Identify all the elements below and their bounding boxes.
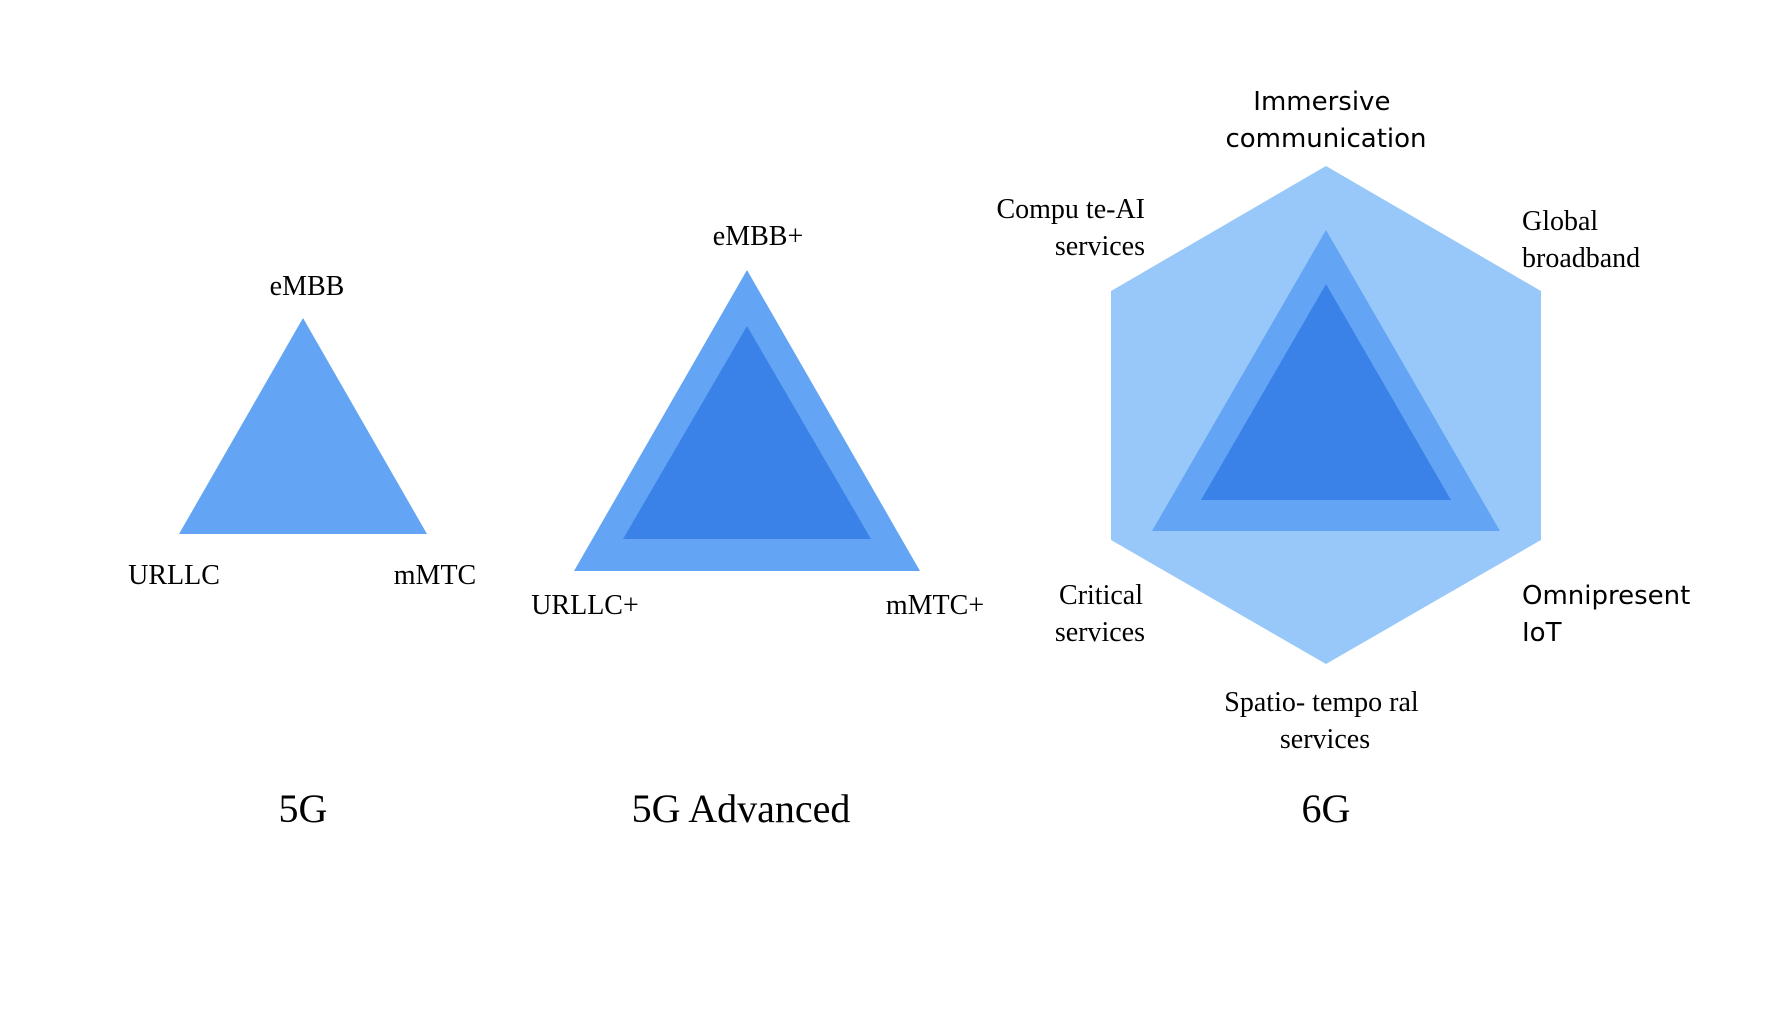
diagram-6g: Immersive communication Global broadband… xyxy=(996,87,1699,831)
6g-caption: 6G xyxy=(1302,786,1351,831)
6g-inner-triangle xyxy=(1201,284,1451,500)
5ga-caption: 5G Advanced xyxy=(632,786,851,831)
5ga-inner-triangle xyxy=(623,326,871,539)
5g-triangle xyxy=(179,318,427,534)
5g-label-urllc: URLLC xyxy=(128,560,220,591)
5ga-label-mmtc-plus: mMTC+ xyxy=(886,590,984,621)
5g-label-mmtc: mMTC xyxy=(394,560,476,591)
6g-label-compute-ai-services: Compu te-AI services xyxy=(996,194,1152,262)
5ga-label-urllc-plus: URLLC+ xyxy=(531,590,639,621)
6g-label-critical-services: Critical services xyxy=(1055,580,1150,648)
diagram-5g: eMBB URLLC mMTC 5G xyxy=(128,271,476,831)
5ga-label-embb-plus: eMBB+ xyxy=(713,221,803,252)
6g-label-immersive-communication: Immersive communication xyxy=(1225,87,1426,154)
6g-label-spatio-temporal-services: Spatio- tempo ral services xyxy=(1224,687,1425,755)
6g-label-omnipresent-iot: Omnipresent IoT xyxy=(1522,581,1699,648)
diagram-5g-advanced: eMBB+ URLLC+ mMTC+ 5G Advanced xyxy=(531,221,984,831)
5g-label-embb: eMBB xyxy=(270,271,345,302)
5g-caption: 5G xyxy=(279,786,328,831)
6g-label-global-broadband: Global broadband xyxy=(1522,206,1640,274)
